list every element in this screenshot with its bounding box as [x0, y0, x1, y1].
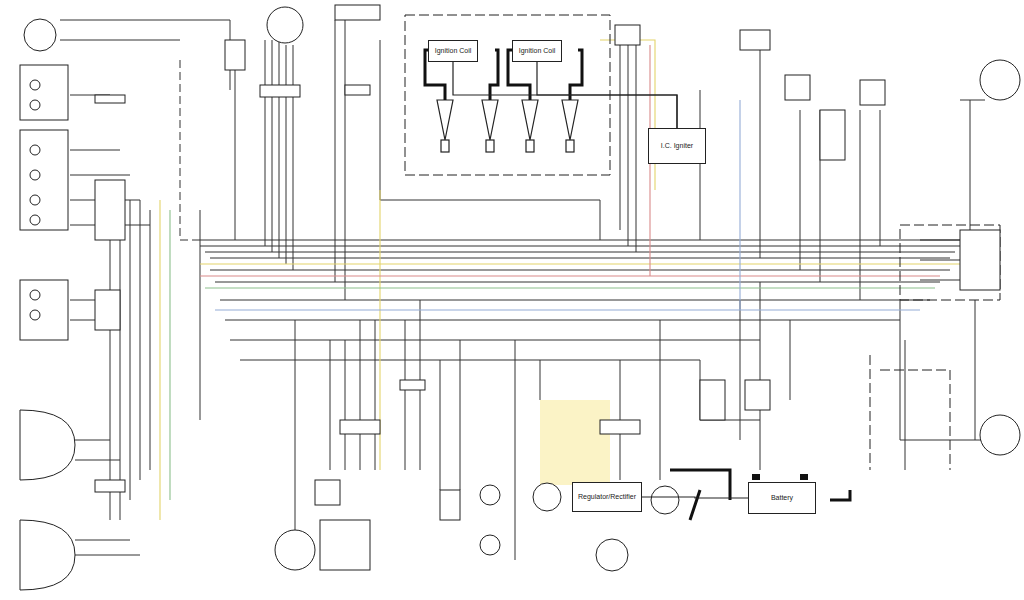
- plug-leads: [425, 50, 850, 520]
- battery-terminals: [752, 474, 808, 480]
- component-label: I.C. Igniter: [661, 142, 693, 150]
- component-label: Regulator/Rectifier: [578, 493, 636, 501]
- component-label: Ignition Coil: [519, 47, 556, 55]
- spark-plugs: [437, 100, 578, 152]
- components: [20, 5, 1020, 590]
- component-box: I.C. Igniter: [648, 128, 706, 164]
- wire-connector: [537, 62, 677, 128]
- wire-connector: [642, 497, 748, 498]
- component-box: Regulator/Rectifier: [572, 482, 642, 512]
- wire-connector: [453, 62, 677, 128]
- component-box: Ignition Coil: [428, 40, 478, 62]
- component-box: Ignition Coil: [512, 40, 562, 62]
- component-box: Battery: [748, 482, 816, 514]
- colored-wires: [160, 40, 960, 520]
- highlight-area: [540, 400, 610, 485]
- dashed-groups: [405, 15, 1000, 470]
- component-label: Ignition Coil: [435, 47, 472, 55]
- harness: [60, 20, 990, 560]
- component-label: Battery: [771, 494, 793, 502]
